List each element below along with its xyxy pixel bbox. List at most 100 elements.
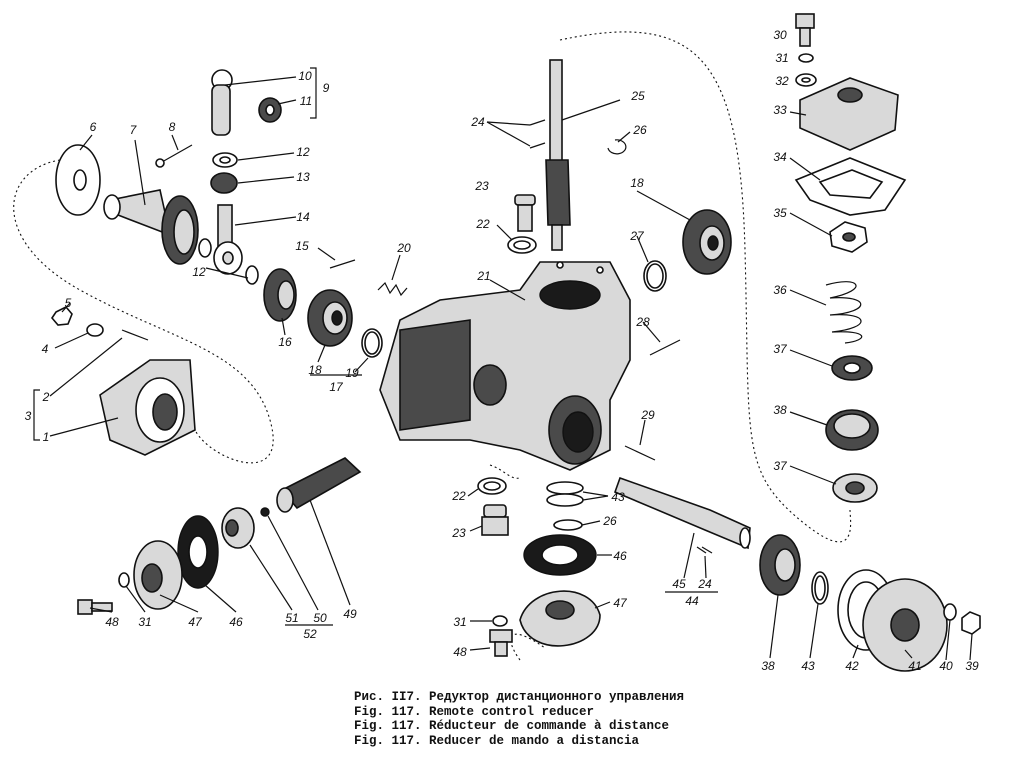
part-23-plug	[514, 194, 536, 232]
callout-50: 50	[313, 611, 327, 625]
callout-39: 39	[965, 659, 979, 673]
callout-16: 16	[278, 335, 292, 349]
callout-30: 30	[773, 28, 787, 42]
part-41-end-cover	[862, 578, 948, 672]
part-26-ring-lower	[553, 519, 583, 531]
callout-23-top: 23	[475, 179, 489, 193]
part-18-bearing	[307, 289, 353, 347]
part-15-pin	[329, 259, 356, 269]
callout-37-lower: 37	[773, 459, 787, 473]
callout-31-left: 31	[138, 615, 152, 629]
part-43-ring-lower	[811, 571, 829, 605]
part-13-castle-nut	[210, 172, 238, 194]
callout-48-left: 48	[105, 615, 119, 629]
leader-lines	[49, 76, 973, 661]
callout-46-center: 46	[613, 549, 627, 563]
callout-38-right: 38	[773, 403, 787, 417]
part-30-bolt	[795, 13, 815, 47]
part-38-gear-lower	[759, 534, 801, 596]
callout-10: 10	[298, 69, 312, 83]
part-25-worm-shaft	[545, 59, 571, 251]
callout-24-top: 24	[471, 115, 485, 129]
callout-24-lower: 24	[698, 577, 712, 591]
part-46-gasket-left	[177, 515, 219, 589]
callout-22-top: 22	[476, 217, 490, 231]
part-6-washer	[55, 144, 101, 216]
part-1-flange-housing	[99, 359, 196, 456]
callout-27: 27	[630, 229, 644, 243]
part-2-stud	[121, 329, 149, 341]
callout-5: 5	[64, 296, 72, 310]
part-50-ball	[260, 507, 270, 517]
figure-caption: Рис. II7. Редуктор дистанционного управл…	[354, 690, 684, 748]
callout-32: 32	[775, 74, 789, 88]
callout-35: 35	[773, 206, 787, 220]
part-40-washer	[943, 603, 957, 621]
callout-44: 44	[685, 594, 699, 608]
brackets	[33, 67, 718, 626]
assembly-path-center	[489, 464, 521, 479]
part-12-washer	[212, 152, 238, 168]
callout-20: 20	[397, 241, 411, 255]
callout-14: 14	[296, 210, 310, 224]
caption-line-en: Fig. 117. Remote control reducer	[354, 704, 595, 719]
callout-40: 40	[939, 659, 953, 673]
callout-48-center: 48	[453, 645, 467, 659]
part-29-stud	[624, 445, 656, 461]
part-33-cover	[799, 77, 899, 151]
part-36-spring	[825, 281, 863, 344]
callout-43-lower: 43	[801, 659, 815, 673]
part-18-bearing-top	[682, 209, 732, 275]
callout-31-lower: 31	[453, 615, 467, 629]
part-37-collar-lower	[832, 473, 878, 503]
callout-37-top: 37	[773, 342, 787, 356]
callout-19: 19	[345, 366, 359, 380]
part-12-washers-lower	[198, 238, 259, 285]
part-16-gear	[263, 268, 297, 322]
part-39-nut	[961, 611, 981, 635]
assembly-path-right	[559, 31, 852, 543]
part-4-lock-washer	[86, 323, 104, 337]
part-14-eye-bolt	[213, 204, 243, 275]
callout-11: 11	[299, 94, 313, 108]
part-11-nut	[258, 97, 282, 123]
callout-49: 49	[343, 607, 357, 621]
part-43-washers-center	[546, 481, 584, 507]
callout-18-left: 18	[308, 363, 322, 377]
part-22-washer-lower	[477, 477, 507, 495]
callout-47-left: 47	[188, 615, 202, 629]
callout-9: 9	[322, 81, 330, 95]
part-27-ring	[643, 260, 667, 292]
part-31-washer-lower	[492, 615, 508, 627]
part-45-shaft	[613, 476, 751, 550]
caption-line-es: Fig. 117. Reducer de mando a distancia	[354, 733, 640, 748]
part-26-circlip	[607, 139, 627, 155]
part-28-stud	[649, 339, 681, 356]
part-47-cover-left	[133, 540, 183, 610]
part-10-eye-rod	[211, 69, 233, 136]
caption-line-ru: Рис. II7. Редуктор дистанционного управл…	[354, 690, 685, 704]
callout-13: 13	[296, 170, 310, 184]
callout-21: 21	[477, 269, 491, 283]
part-8-pin	[155, 144, 193, 168]
part-37-collar	[831, 355, 873, 381]
caption-line-fr: Fig. 117. Réducteur de commande à distan…	[354, 719, 670, 733]
callout-3: 3	[24, 409, 32, 423]
part-49-worm	[276, 457, 362, 513]
callout-41: 41	[908, 659, 922, 673]
callout-38-lower: 38	[761, 659, 775, 673]
callout-43-center: 43	[611, 490, 625, 504]
part-34-gasket	[794, 157, 907, 216]
part-48-bolt-left	[77, 599, 113, 615]
callout-34: 34	[773, 150, 787, 164]
callout-23-lower: 23	[452, 526, 466, 540]
callout-28: 28	[636, 315, 650, 329]
part-31-washer	[798, 53, 814, 63]
callout-17: 17	[329, 380, 343, 394]
callout-6: 6	[89, 120, 97, 134]
callout-33: 33	[773, 103, 787, 117]
callout-29: 29	[641, 408, 655, 422]
part-32-washer	[795, 73, 817, 87]
